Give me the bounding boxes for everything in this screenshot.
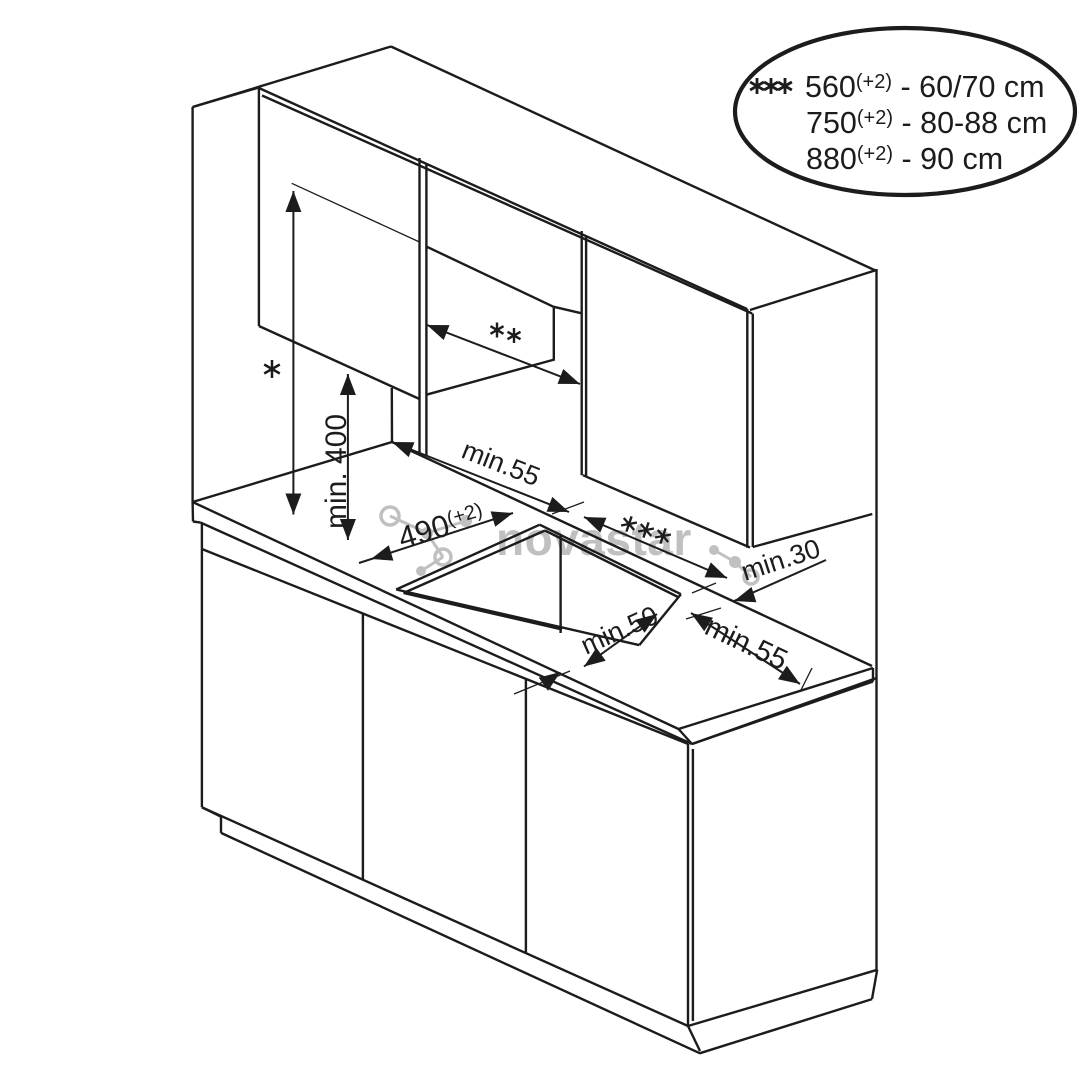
svg-text:min.55: min.55 <box>700 610 792 676</box>
svg-text:min.50: min.50 <box>576 600 662 660</box>
svg-text:750(+2) - 80-88 cm: 750(+2) - 80-88 cm <box>806 106 1047 140</box>
svg-text:min.30: min.30 <box>738 533 824 587</box>
svg-text:min.55: min.55 <box>458 435 544 492</box>
svg-text:min. 400: min. 400 <box>320 414 353 529</box>
svg-text:560(+2) - 60/70 cm: 560(+2) - 60/70 cm <box>805 70 1045 104</box>
svg-text:880(+2) - 90 cm: 880(+2) - 90 cm <box>806 142 1003 176</box>
